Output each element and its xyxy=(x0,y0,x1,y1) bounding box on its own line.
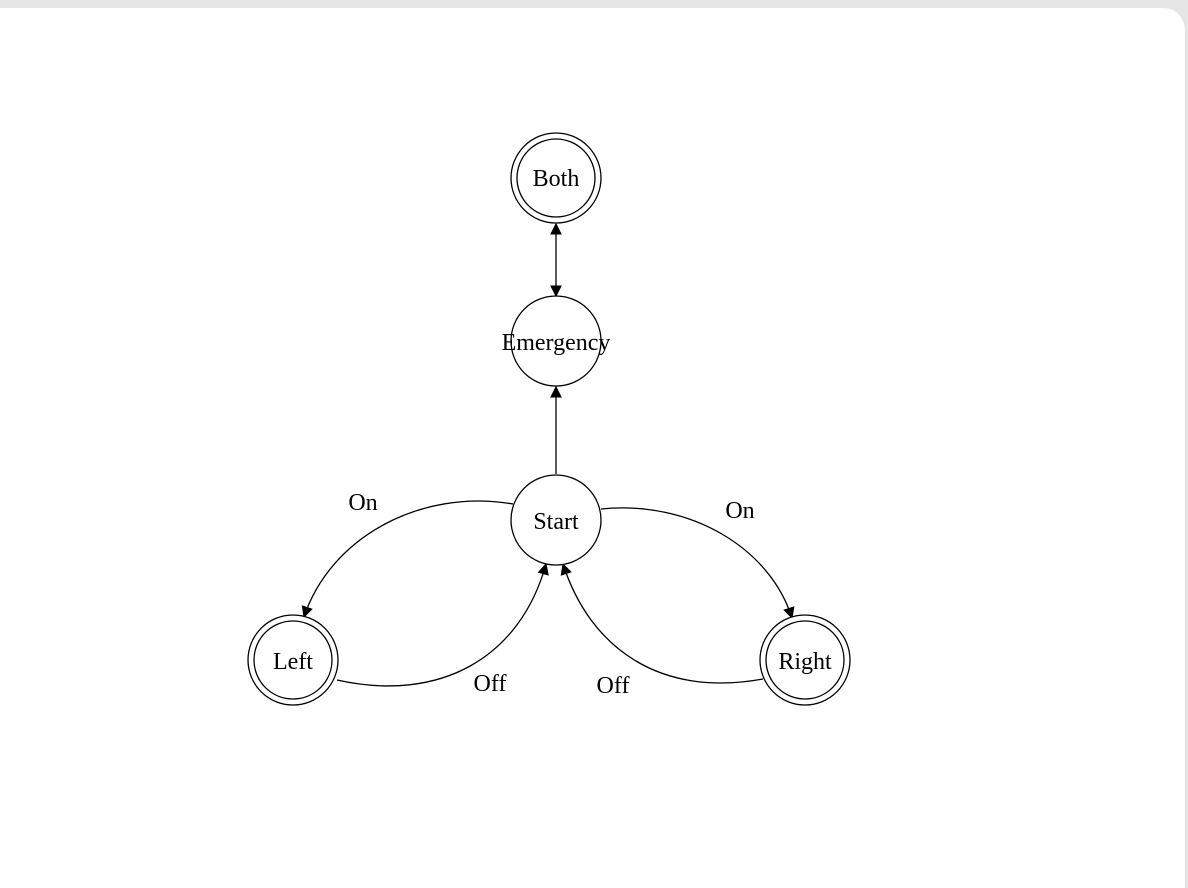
state-both[interactable]: Both xyxy=(510,132,602,224)
state-both-label: Both xyxy=(533,166,580,192)
state-left[interactable]: Left xyxy=(247,614,339,706)
state-diagram: On On Off Off Both Emergency Start Left … xyxy=(247,132,851,706)
edge-left-start[interactable] xyxy=(336,562,549,687)
edge-label-start-left: On xyxy=(348,490,377,516)
edge-start-right[interactable] xyxy=(600,507,795,620)
state-emergency[interactable]: Emergency xyxy=(502,295,611,387)
edge-label-start-right: On xyxy=(725,498,754,524)
edge-right-start[interactable] xyxy=(560,562,764,684)
edge-label-left-start: Off xyxy=(474,671,507,697)
edge-label-right-start: Off xyxy=(597,673,630,699)
state-start[interactable]: Start xyxy=(510,474,602,566)
state-start-label: Start xyxy=(533,509,579,535)
edge-start-left[interactable] xyxy=(301,500,514,619)
state-left-label: Left xyxy=(273,649,313,675)
state-right[interactable]: Right xyxy=(759,614,851,706)
state-emergency-label: Emergency xyxy=(502,330,611,356)
diagram-canvas: On On Off Off Both Emergency Start Left … xyxy=(0,8,1186,888)
state-right-label: Right xyxy=(778,649,832,675)
